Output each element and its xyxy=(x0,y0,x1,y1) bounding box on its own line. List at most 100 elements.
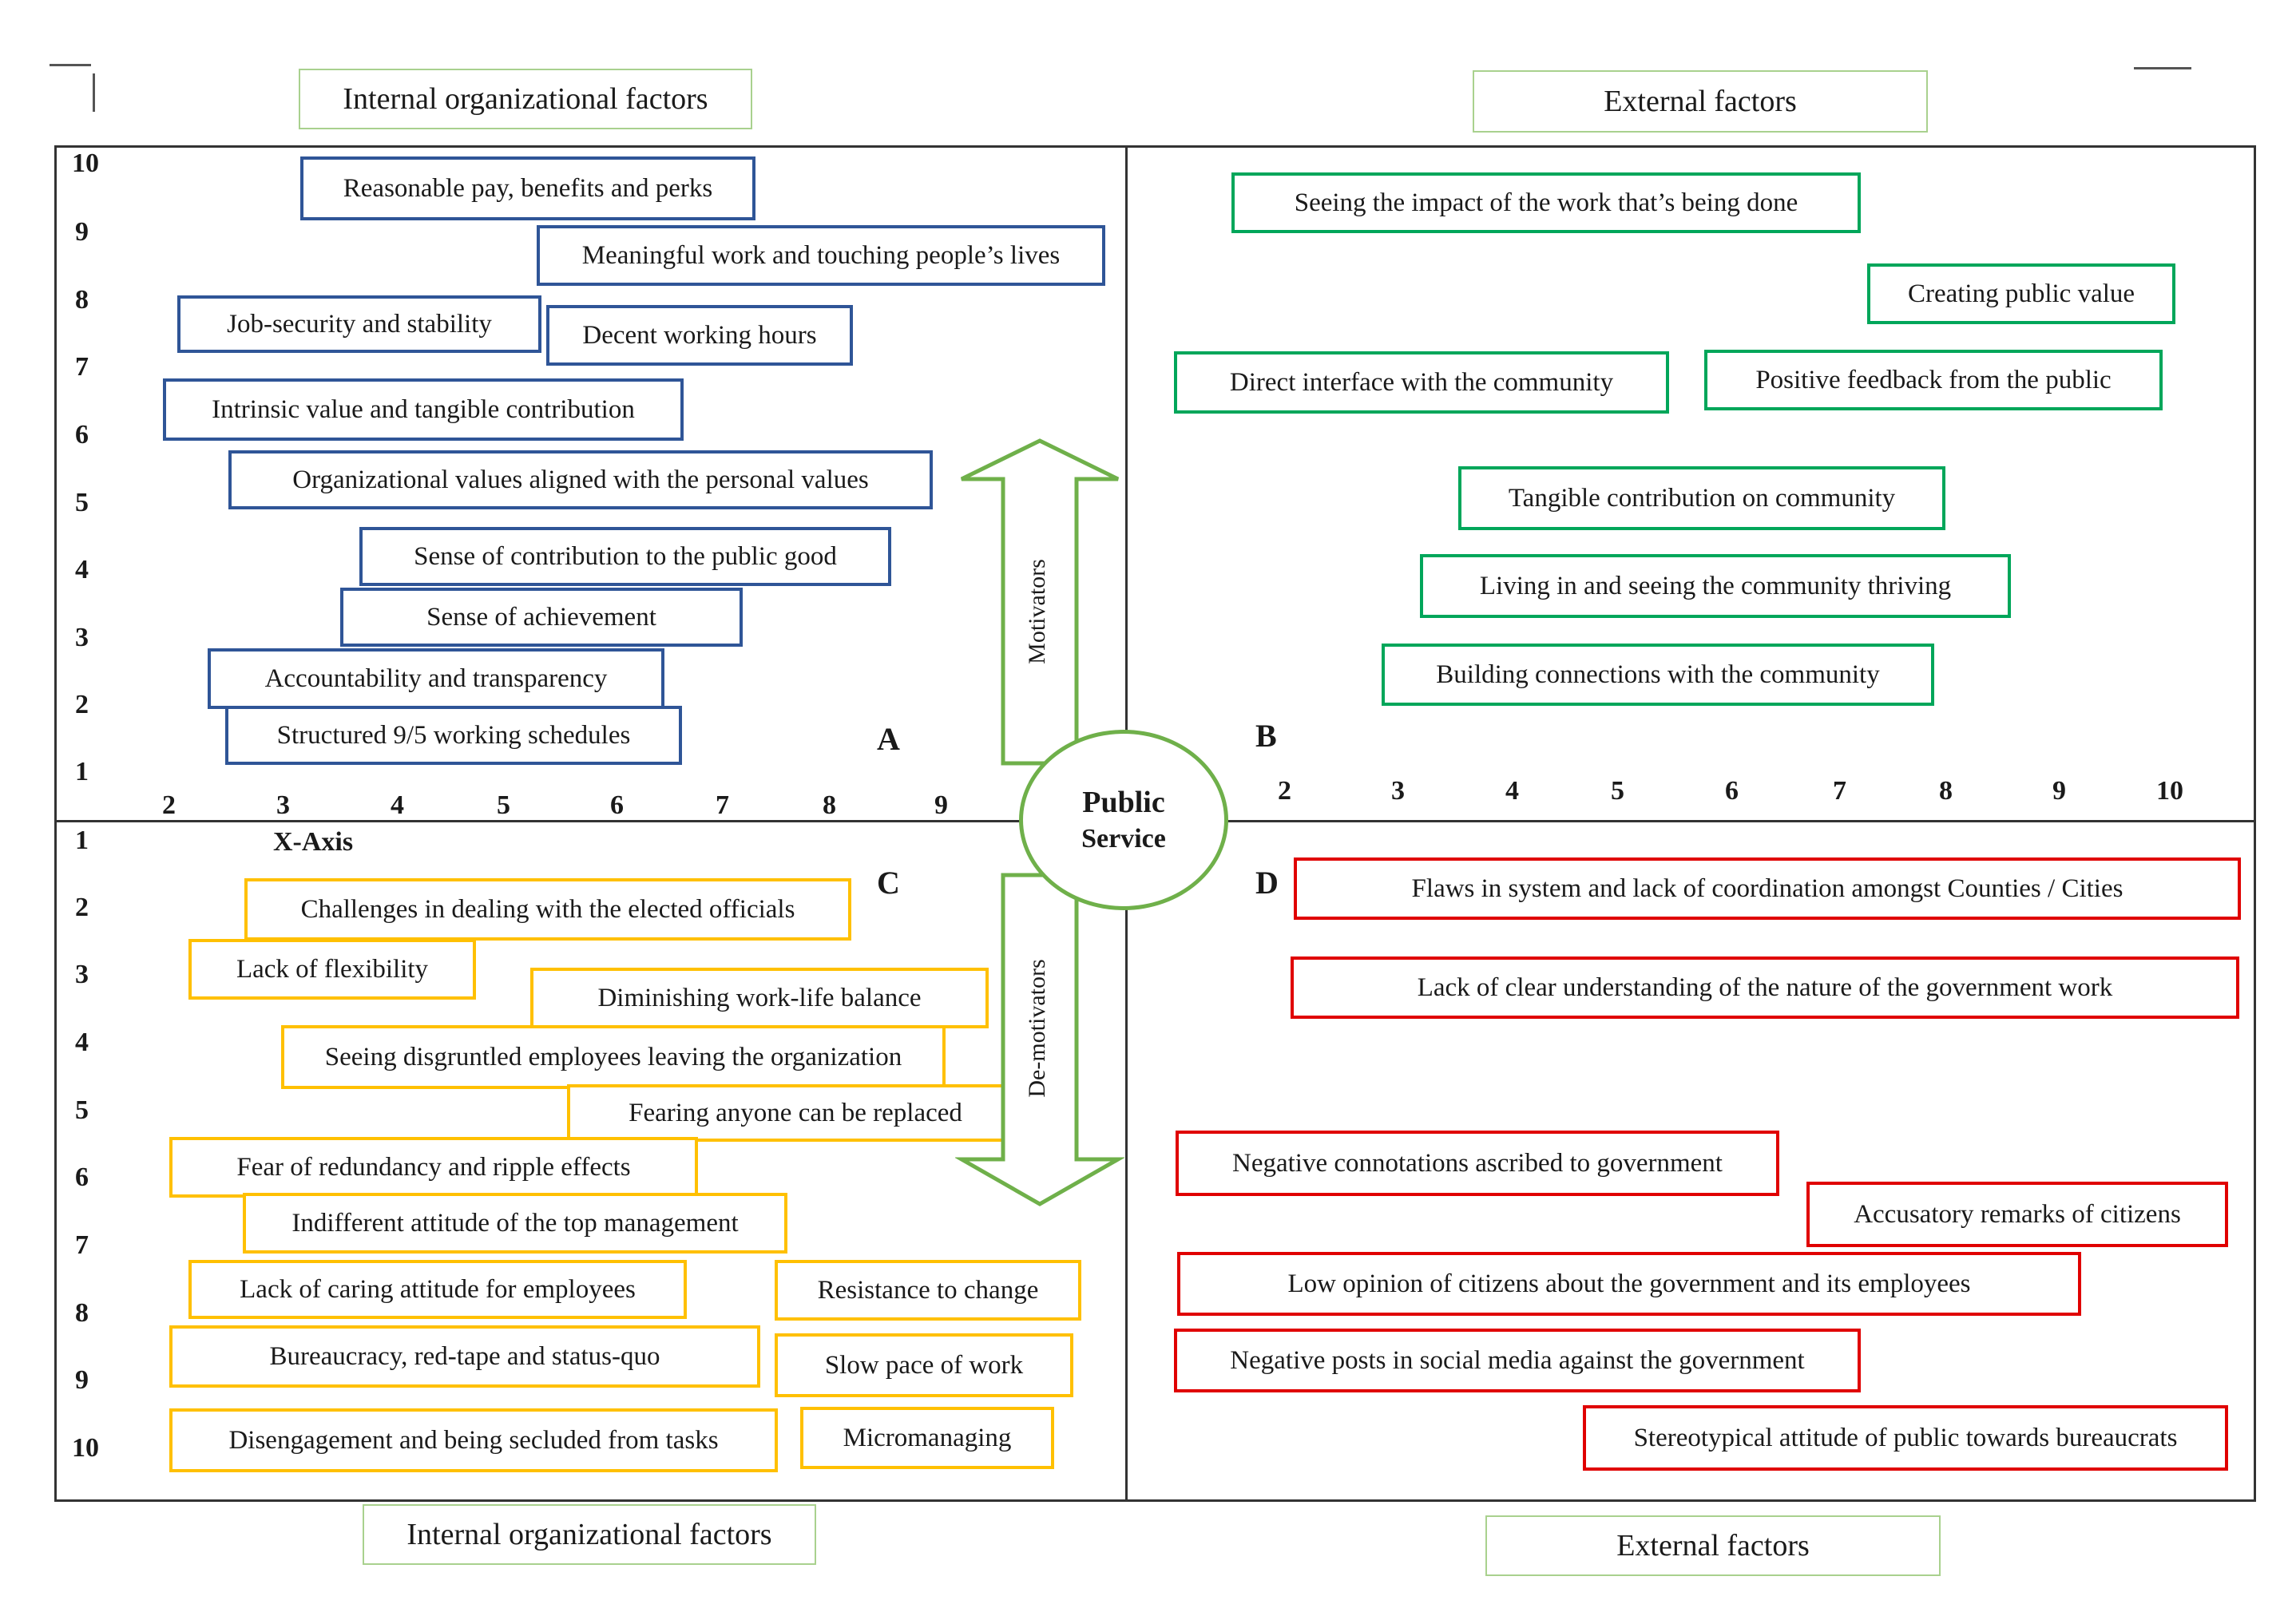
factor-a-5-text: Intrinsic value and tangible contributio… xyxy=(212,394,635,424)
axis-c-y-5: 5 xyxy=(75,1095,89,1125)
axis-c-y-9: 9 xyxy=(75,1365,89,1395)
factor-a-7-text: Sense of contribution to the public good xyxy=(414,541,837,571)
factor-a-3: Job-security and stability xyxy=(177,295,541,353)
header-external-bottom: External factors xyxy=(1485,1515,1941,1576)
factor-d-2-text: Lack of clear understanding of the natur… xyxy=(1417,972,2113,1002)
axis-b-x-7: 7 xyxy=(1833,776,1846,806)
factor-c-4-text: Seeing disgruntled employees leaving the… xyxy=(324,1042,902,1071)
quadrant-c-label: C xyxy=(877,865,900,901)
header-external-top: External factors xyxy=(1473,70,1928,133)
factor-a-9: Accountability and transparency xyxy=(208,648,664,709)
factor-a-2-text: Meaningful work and touching people’s li… xyxy=(581,240,1061,270)
axis-a-x-6: 6 xyxy=(610,790,624,820)
factor-c-3-text: Diminishing work-life balance xyxy=(597,983,922,1012)
axis-a-y-1: 1 xyxy=(75,757,89,786)
factor-d-7: Stereotypical attitude of public towards… xyxy=(1583,1405,2228,1471)
factor-d-5-text: Low opinion of citizens about the govern… xyxy=(1287,1269,1971,1298)
axis-a-y-7: 7 xyxy=(75,352,89,382)
factor-d-6: Negative posts in social media against t… xyxy=(1174,1329,1861,1392)
factor-a-1-text: Reasonable pay, benefits and perks xyxy=(343,173,713,203)
factor-b-2-text: Creating public value xyxy=(1907,279,2135,308)
header-external-bottom-text: External factors xyxy=(1616,1529,1810,1562)
factor-d-3: Negative connotations ascribed to govern… xyxy=(1176,1131,1779,1196)
axis-a-x-2: 2 xyxy=(162,790,176,820)
axis-a-x-8: 8 xyxy=(823,790,836,820)
factor-b-7: Building connections with the community xyxy=(1382,644,1934,706)
factor-c-12: Disengagement and being secluded from ta… xyxy=(169,1408,778,1472)
factor-d-1-text: Flaws in system and lack of coordination… xyxy=(1411,873,2124,903)
header-internal-top: Internal organizational factors xyxy=(299,69,752,129)
factor-c-8-text: Lack of caring attitude for employees xyxy=(240,1274,636,1304)
factor-a-8: Sense of achievement xyxy=(340,588,743,647)
factor-a-1: Reasonable pay, benefits and perks xyxy=(300,156,755,220)
axis-c-y-1: 1 xyxy=(75,826,89,855)
factor-c-6-text: Fear of redundancy and ripple effects xyxy=(236,1152,631,1182)
axis-b-x-5: 5 xyxy=(1611,776,1624,806)
factor-b-5: Tangible contribution on community xyxy=(1458,466,1945,530)
axis-b-x-3: 3 xyxy=(1391,776,1405,806)
factor-c-6: Fear of redundancy and ripple effects xyxy=(169,1137,698,1198)
factor-a-10: Structured 9/5 working schedules xyxy=(225,706,682,765)
de-motivators-label: De-motivators xyxy=(1024,959,1050,1098)
factor-b-2: Creating public value xyxy=(1867,263,2175,324)
factor-c-3: Diminishing work-life balance xyxy=(530,968,989,1028)
factor-d-6-text: Negative posts in social media against t… xyxy=(1230,1345,1805,1375)
axis-c-y-6: 6 xyxy=(75,1162,89,1192)
header-internal-bottom: Internal organizational factors xyxy=(363,1504,816,1565)
factor-a-9-text: Accountability and transparency xyxy=(264,663,608,693)
corner-mark-right xyxy=(2134,67,2191,69)
factor-a-3-text: Job-security and stability xyxy=(227,309,492,339)
factor-c-5-text: Fearing anyone can be replaced xyxy=(629,1098,962,1127)
factor-a-4: Decent working hours xyxy=(546,305,853,366)
factor-c-10: Bureaucracy, red-tape and status-quo xyxy=(169,1325,760,1388)
factor-b-3: Direct interface with the community xyxy=(1174,351,1669,414)
factor-a-6: Organizational values aligned with the p… xyxy=(228,450,933,509)
factor-a-10-text: Structured 9/5 working schedules xyxy=(276,720,631,750)
factor-d-7-text: Stereotypical attitude of public towards… xyxy=(1633,1423,2178,1452)
axis-b-x-10: 10 xyxy=(2156,776,2183,806)
corner-mark-left-vertical xyxy=(93,73,95,112)
factor-c-2-text: Lack of flexibility xyxy=(236,954,429,984)
factor-d-1: Flaws in system and lack of coordination… xyxy=(1294,857,2241,920)
factor-c-13: Micromanaging xyxy=(800,1407,1054,1469)
de-motivators-arrow-shape xyxy=(955,873,1124,1206)
axis-c-y-8: 8 xyxy=(75,1298,89,1328)
factor-b-5-text: Tangible contribution on community xyxy=(1508,483,1896,513)
axis-a-y-8: 8 xyxy=(75,285,89,315)
axis-a-x-3: 3 xyxy=(276,790,290,820)
factor-c-11-text: Slow pace of work xyxy=(824,1350,1024,1380)
factor-a-4-text: Decent working hours xyxy=(582,320,817,350)
factor-b-6: Living in and seeing the community thriv… xyxy=(1420,554,2011,618)
factor-b-7-text: Building connections with the community xyxy=(1436,659,1880,689)
axis-b-x-2: 2 xyxy=(1278,776,1291,806)
factor-a-2: Meaningful work and touching people’s li… xyxy=(537,225,1105,286)
factor-c-8: Lack of caring attitude for employees xyxy=(188,1260,687,1319)
factor-c-4: Seeing disgruntled employees leaving the… xyxy=(281,1025,946,1089)
factor-c-1: Challenges in dealing with the elected o… xyxy=(244,878,851,941)
factor-c-1-text: Challenges in dealing with the elected o… xyxy=(300,894,795,924)
factor-b-1: Seeing the impact of the work that’s bei… xyxy=(1231,172,1861,233)
factor-b-6-text: Living in and seeing the community thriv… xyxy=(1479,571,1952,600)
factor-c-7: Indifferent attitude of the top manageme… xyxy=(243,1193,787,1254)
factor-a-7: Sense of contribution to the public good xyxy=(359,527,891,586)
factor-d-4: Accusatory remarks of citizens xyxy=(1806,1182,2228,1247)
axis-c-y-10: 10 xyxy=(72,1433,99,1463)
factor-c-9-text: Resistance to change xyxy=(817,1275,1039,1305)
header-external-top-text: External factors xyxy=(1604,85,1797,118)
corner-mark-left xyxy=(50,64,91,66)
motivators-arrow-shape xyxy=(960,438,1120,766)
de-motivators-arrow xyxy=(955,873,1124,1206)
x-axis-label: X-Axis xyxy=(273,827,354,857)
factor-c-11: Slow pace of work xyxy=(775,1333,1073,1397)
motivators-arrow xyxy=(960,438,1120,766)
quadrant-d-frame xyxy=(1125,820,2256,1502)
axis-a-y-10: 10 xyxy=(72,149,99,178)
axis-b-x-8: 8 xyxy=(1939,776,1953,806)
factor-d-2: Lack of clear understanding of the natur… xyxy=(1291,957,2239,1019)
header-internal-top-text: Internal organizational factors xyxy=(343,82,708,116)
factor-d-3-text: Negative connotations ascribed to govern… xyxy=(1232,1148,1723,1178)
factor-c-5: Fearing anyone can be replaced xyxy=(567,1084,1024,1142)
factor-c-12-text: Disengagement and being secluded from ta… xyxy=(228,1425,719,1455)
axis-a-y-9: 9 xyxy=(75,217,89,247)
factor-a-8-text: Sense of achievement xyxy=(426,602,656,632)
